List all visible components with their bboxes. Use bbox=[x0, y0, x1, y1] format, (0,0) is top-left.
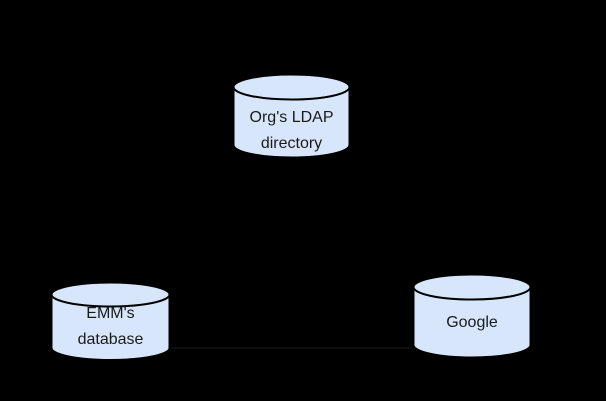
node-label: EMM's database bbox=[50, 301, 171, 353]
cylinder-top bbox=[412, 273, 532, 301]
cylinder-body bbox=[412, 287, 532, 359]
database-cylinder-icon bbox=[50, 281, 171, 361]
node-google: Google bbox=[412, 273, 532, 360]
database-cylinder-icon bbox=[412, 273, 532, 359]
label-line: database bbox=[77, 331, 144, 348]
cylinder-body bbox=[50, 294, 171, 361]
cylinder-body bbox=[232, 87, 351, 159]
label-line: Org's LDAP bbox=[249, 109, 334, 126]
cylinder-top bbox=[50, 281, 171, 308]
label-line: directory bbox=[260, 135, 323, 152]
label-line: EMM's bbox=[86, 305, 135, 322]
node-orgs-ldap-directory: Org's LDAP directory bbox=[232, 73, 351, 160]
node-label: Org's LDAP directory bbox=[232, 105, 351, 157]
label-line: Google bbox=[446, 314, 498, 331]
node-label: Google bbox=[412, 310, 532, 336]
node-emms-database: EMM's database bbox=[50, 281, 171, 362]
database-cylinder-icon bbox=[232, 73, 351, 159]
cylinder-top bbox=[232, 73, 351, 101]
